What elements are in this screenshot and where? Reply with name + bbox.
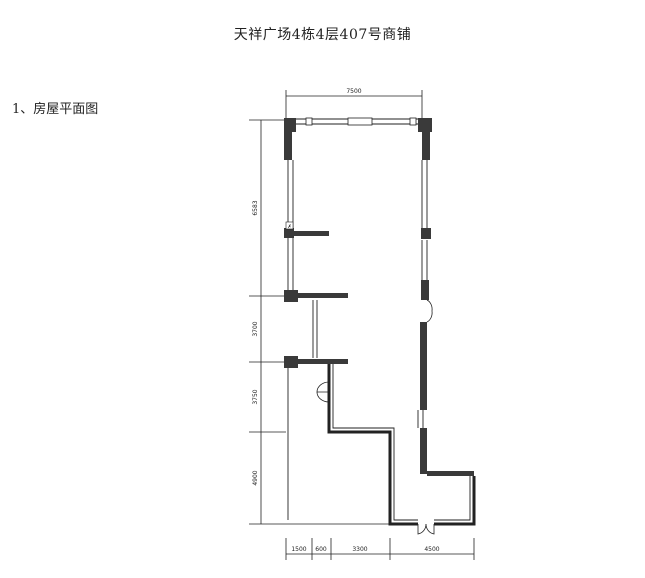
section-heading: 1、房屋平面图: [12, 102, 99, 117]
dim-left-3: 3750: [252, 389, 259, 404]
thin-walls: [287, 118, 428, 520]
dim-bottom-4: 4500: [424, 546, 439, 553]
document-title: 天祥广场4栋4层407号商铺: [233, 27, 412, 43]
dim-bottom-3: 3300: [352, 546, 367, 553]
dim-bottom-2: 600: [315, 546, 327, 553]
dim-left-4: 4900: [252, 470, 259, 485]
dimension-lines: [249, 90, 475, 560]
pillar-marker: [285, 221, 294, 230]
dim-top-width: 7500: [346, 88, 361, 95]
dim-left-2: 3700: [252, 321, 259, 336]
outline-inner: [332, 364, 471, 521]
dim-bottom-1: 1500: [291, 546, 306, 553]
dim-left-1: 6583: [252, 200, 259, 215]
heavy-walls: [284, 118, 474, 476]
outline-walls: [327, 364, 476, 526]
window-frames: [305, 117, 417, 126]
pillar-marker-glyph: ✗: [288, 224, 292, 230]
doors: [316, 299, 435, 535]
